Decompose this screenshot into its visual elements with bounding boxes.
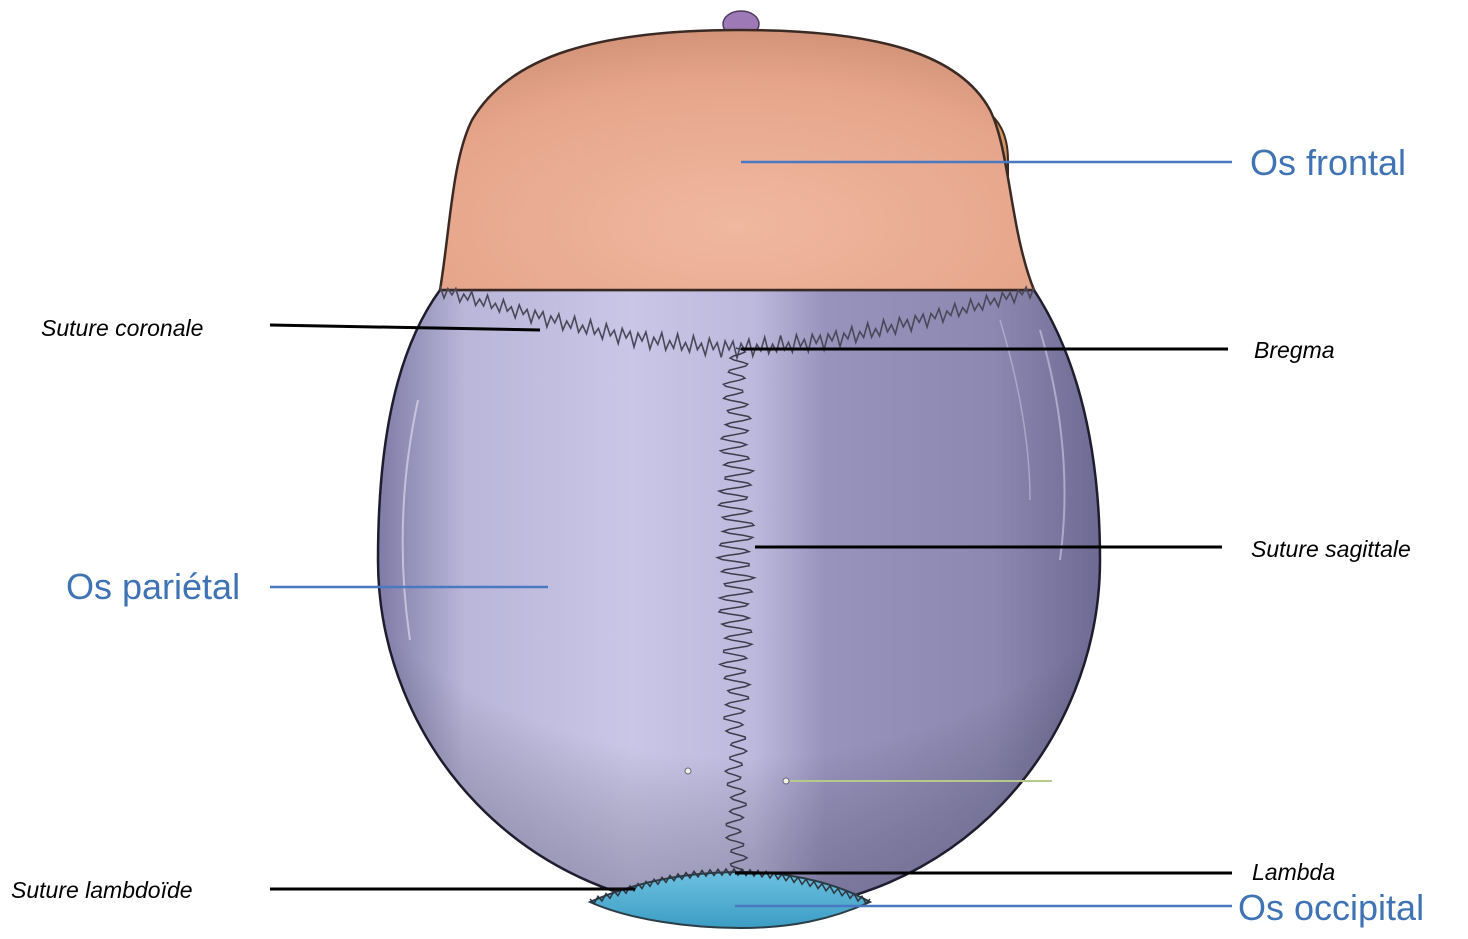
label-suture-lambdoide: Suture lambdoïde	[11, 877, 193, 903]
label-os-frontal: Os frontal	[1250, 142, 1406, 183]
label-os-occipital: Os occipital	[1238, 887, 1424, 928]
label-bregma: Bregma	[1254, 337, 1335, 363]
parietal-foramen-right	[783, 778, 789, 784]
label-lambda: Lambda	[1252, 859, 1335, 885]
label-os-parietal: Os pariétal	[66, 566, 240, 607]
label-suture-sagittale: Suture sagittale	[1251, 536, 1411, 562]
parietal-shading	[378, 290, 1100, 912]
parietal-foramen-left	[685, 768, 691, 774]
frontal-bone	[440, 30, 1034, 290]
label-suture-coronale: Suture coronale	[41, 315, 203, 341]
